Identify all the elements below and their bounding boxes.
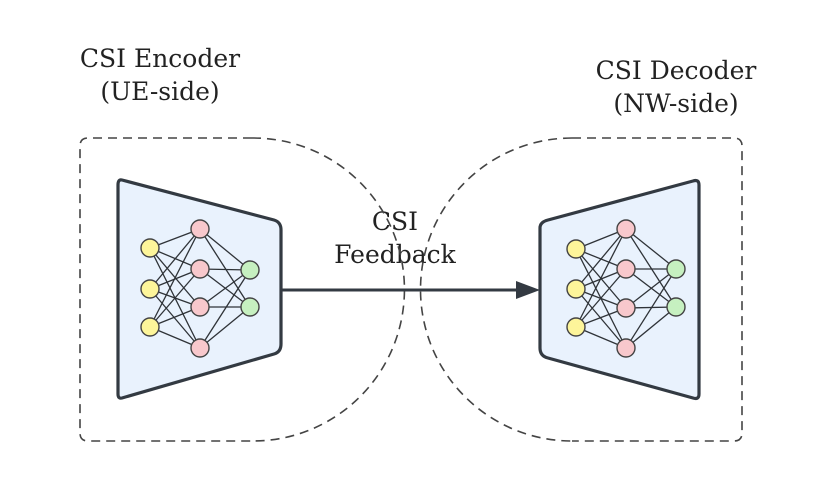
- input-node: [566, 239, 586, 259]
- output-node: [666, 297, 686, 317]
- feedback-arrowhead: [516, 281, 540, 299]
- hidden-node: [616, 338, 636, 358]
- output-node: [240, 297, 260, 317]
- input-node: [566, 279, 586, 299]
- network-edge: [625, 268, 677, 349]
- decoder-title: CSI Decoder (NW-side): [576, 54, 776, 120]
- network-edge: [149, 268, 201, 328]
- network-edge: [149, 228, 201, 328]
- network-edge: [199, 269, 251, 308]
- encoder-title-line1: CSI Encoder: [79, 44, 241, 73]
- feedback-label: CSI Feedback: [330, 205, 460, 271]
- decoder-neural-network: [566, 219, 686, 358]
- hidden-node: [190, 219, 210, 239]
- output-node: [666, 259, 686, 279]
- input-node: [140, 279, 160, 299]
- network-edge: [625, 306, 677, 349]
- network-edge: [625, 228, 677, 270]
- network-edge: [575, 288, 627, 349]
- hidden-node: [190, 297, 210, 317]
- encoder-block: [116, 178, 283, 400]
- network-edge: [149, 288, 201, 349]
- network-edge: [199, 228, 251, 271]
- decoder-title-line1: CSI Decoder: [595, 56, 757, 85]
- encoder-title-line2: (UE-side): [100, 77, 220, 106]
- input-node: [566, 317, 586, 337]
- decoder-title-line2: (NW-side): [613, 89, 739, 118]
- hidden-node: [616, 219, 636, 239]
- network-edge: [575, 268, 627, 328]
- network-edge: [625, 228, 677, 308]
- decoder-dashed-boundary: [419, 137, 743, 442]
- network-edge: [199, 306, 251, 349]
- network-edge: [149, 228, 201, 290]
- output-node: [240, 260, 260, 280]
- input-node: [140, 317, 160, 337]
- network-edge: [575, 228, 627, 328]
- network-edge: [199, 228, 251, 308]
- network-edge: [575, 228, 627, 290]
- hidden-node: [616, 259, 636, 279]
- decoder-block: [538, 178, 701, 401]
- input-node: [140, 238, 160, 258]
- feedback-label-line1: CSI: [371, 207, 419, 236]
- decoder-boundary-rect: [572, 137, 743, 442]
- network-edge: [199, 269, 251, 349]
- network-edge: [625, 268, 677, 309]
- encoder-dashed-boundary: [79, 137, 406, 442]
- hidden-node: [190, 338, 210, 358]
- encoder-boundary-rect: [79, 137, 252, 442]
- encoder-title: CSI Encoder (UE-side): [60, 42, 260, 108]
- hidden-node: [616, 298, 636, 318]
- encoder-neural-network: [140, 219, 260, 358]
- hidden-node: [190, 259, 210, 279]
- feedback-label-line2: Feedback: [334, 240, 456, 269]
